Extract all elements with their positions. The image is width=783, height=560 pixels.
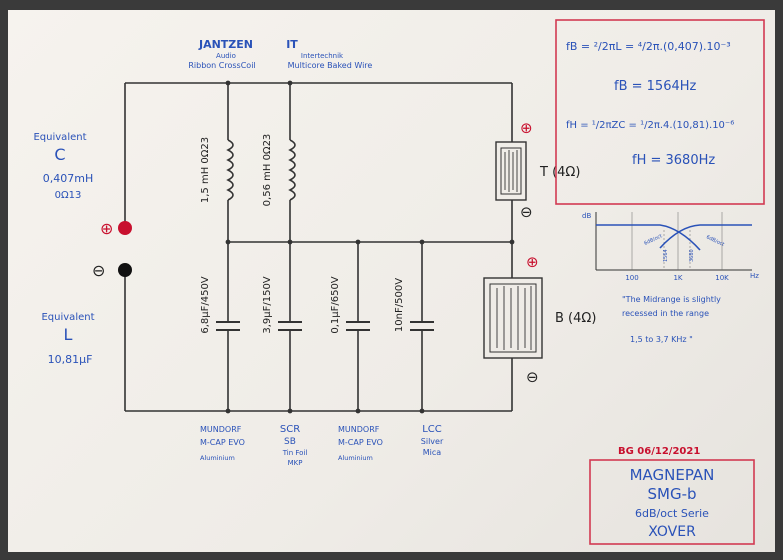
inductor-1-value: 1,5 mH 0Ω23 xyxy=(200,137,211,203)
tweeter-label: T (4Ω) xyxy=(539,165,580,180)
formula-box xyxy=(555,19,765,205)
bass-plus-symbol: ⊕ xyxy=(526,253,539,271)
input-terminal-minus xyxy=(118,263,132,277)
capacitor-2-brand-line2: SB xyxy=(284,437,296,447)
capacitor-2-brand-line3: Tin Foil xyxy=(282,449,308,457)
capacitor-1-brand-line2: M-CAP EVO xyxy=(200,438,245,447)
inductor-2-maker-sub: Intertechnik xyxy=(301,52,344,60)
formula-fh-result: fH = 3680Hz xyxy=(632,153,715,168)
graph-marker-3680: 3680 xyxy=(689,249,695,262)
capacitor-2-brand-line1: SCR xyxy=(280,424,300,435)
input-terminal-plus xyxy=(118,221,132,235)
capacitor-2-value: 3,9μF/150V xyxy=(262,276,273,333)
signature-date: BG 06/12/2021 xyxy=(618,446,700,457)
capacitor-3-value: 0,1μF/650V xyxy=(330,276,341,333)
graph-curve-label-1: 6dB/oct xyxy=(643,233,663,247)
capacitor-1-brand-line3: Aluminium xyxy=(200,454,235,462)
capacitor-3-brand-line3: Aluminium xyxy=(338,454,373,462)
input-plus-symbol: ⊕ xyxy=(100,219,113,238)
inductor-1-maker: JANTZEN xyxy=(198,38,253,51)
bass-label: B (4Ω) xyxy=(555,311,596,326)
capacitor-4-brand-line3: Mica xyxy=(423,448,442,457)
note-line3: 1,5 to 3,7 KHz " xyxy=(630,335,693,344)
graph-xlabel: Hz xyxy=(750,272,759,280)
graph-ylabel: dB xyxy=(582,212,591,220)
input-minus-symbol: ⊖ xyxy=(92,261,105,280)
note-line2: recessed in the range xyxy=(622,309,709,318)
capacitor-1-brand-line1: MUNDORF xyxy=(200,425,242,434)
wires xyxy=(124,82,513,412)
inductor-1-maker-sub: Audio xyxy=(216,52,236,60)
equivalent-c-value2: 0Ω13 xyxy=(55,190,82,201)
inductor-coils xyxy=(226,139,296,201)
junctions xyxy=(225,80,515,414)
capacitor-3-brand-line2: M-CAP EVO xyxy=(338,438,383,447)
equivalent-c-title: Equivalent xyxy=(33,132,86,143)
formula-fb-result: fB = 1564Hz xyxy=(614,79,697,94)
inductor-2-coil xyxy=(288,139,296,201)
formula-fh: fH = ¹/2πZC = ¹/2π.4.(10,81).10⁻⁶ xyxy=(566,120,734,131)
tweeter-minus-symbol: ⊖ xyxy=(520,203,533,221)
equivalent-c-value1: 0,407mH xyxy=(43,172,93,185)
frequency-response-graph: dB Hz 100 1K 10K 1564 3680 6dB/oct 6dB/o… xyxy=(582,212,759,282)
capacitor-4-brand-line1: LCC xyxy=(422,424,442,435)
inductor-2-maker-desc: Multicore Baked Wire xyxy=(288,61,373,70)
graph-tick-1k: 1K xyxy=(673,274,682,282)
title-line3: 6dB/oct Serie xyxy=(635,507,709,520)
title-line2: SMG-b xyxy=(647,485,696,503)
note-line1: "The Midrange is slightly xyxy=(622,295,721,304)
inductor-1-maker-desc: Ribbon CrossCoil xyxy=(188,61,255,70)
title-line4: XOVER xyxy=(648,524,696,540)
inductor-2-value: 0,56 mH 0Ω23 xyxy=(262,134,273,207)
capacitor-2-brand-line4: MKP xyxy=(288,459,303,467)
graph-marker-1564: 1564 xyxy=(663,249,669,262)
inductor-2-maker: IT xyxy=(286,38,298,51)
bass-minus-symbol: ⊖ xyxy=(526,368,539,386)
equivalent-l-value: 10,81μF xyxy=(48,353,93,366)
capacitor-3-brand-line1: MUNDORF xyxy=(338,425,380,434)
capacitor-plates xyxy=(216,321,434,331)
bass-speaker-icon xyxy=(483,277,543,359)
capacitor-1-value: 6,8μF/450V xyxy=(200,276,211,333)
equivalent-l-letter: L xyxy=(64,325,73,344)
title-line1: MAGNEPAN xyxy=(630,466,715,484)
formula-fb: fB = ²/2πL = ⁴/2π.(0,407).10⁻³ xyxy=(566,40,731,53)
equivalent-c-letter: C xyxy=(54,145,65,164)
equivalent-l-title: Equivalent xyxy=(41,312,94,323)
capacitor-4-brand-line2: Silver xyxy=(421,437,444,446)
tweeter-speaker-icon xyxy=(495,141,527,201)
tweeter-plus-symbol: ⊕ xyxy=(520,119,533,137)
graph-tick-10k: 10K xyxy=(715,274,729,282)
capacitor-4-value: 10nF/500V xyxy=(394,278,405,332)
graph-tick-100: 100 xyxy=(625,274,638,282)
paper-sheet xyxy=(8,10,775,552)
title-box xyxy=(589,459,755,545)
inductor-1-coil xyxy=(226,139,234,201)
